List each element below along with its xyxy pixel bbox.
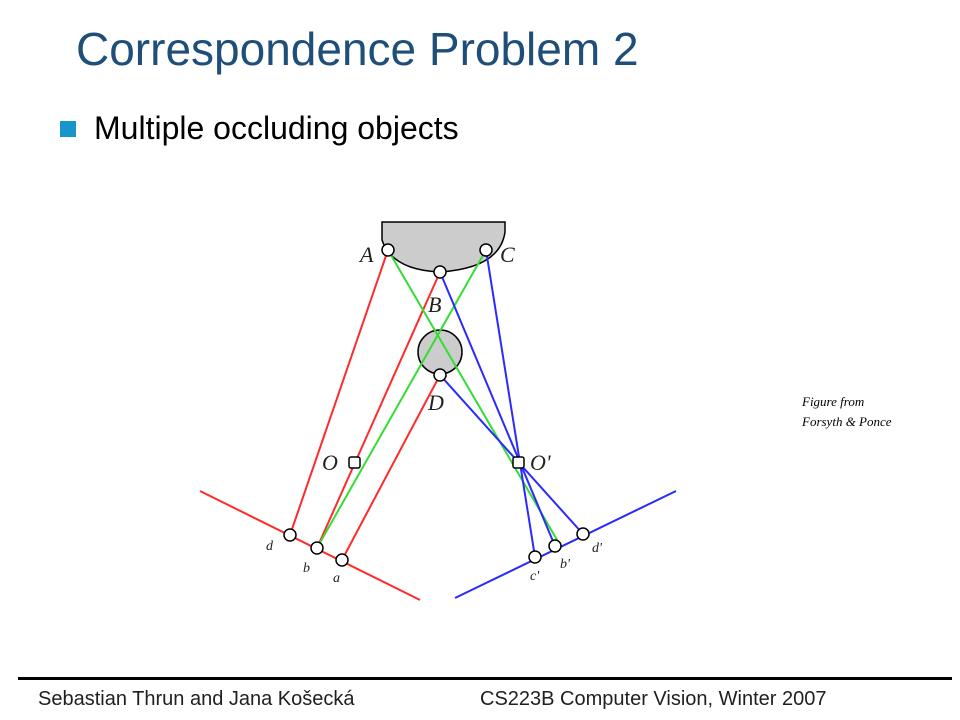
label-d-prime: d' — [592, 541, 603, 556]
label-D: D — [427, 390, 444, 415]
label-A: A — [358, 242, 374, 267]
cross-rays — [316, 249, 561, 549]
label-a: a — [333, 571, 340, 586]
right-rays — [439, 249, 677, 599]
label-c-prime: c' — [530, 569, 540, 584]
label-O: O — [322, 450, 338, 475]
footer-authors: Sebastian Thrun and Jana Košecká — [38, 688, 355, 710]
label-O-prime: O' — [530, 450, 551, 475]
occlusion-diagram: A B C D O O' d b a c' b' d' — [199, 221, 677, 601]
figure-credit: Figure from Forsyth & Ponce — [802, 392, 892, 432]
point-markers — [283, 243, 590, 567]
label-B: B — [428, 292, 441, 317]
slide-title: Correspondence Problem 2 — [76, 23, 639, 75]
bullet-text: Multiple occluding objects — [94, 110, 459, 146]
footer-divider — [18, 677, 952, 680]
label-C: C — [500, 242, 515, 267]
credit-line-1: Figure from — [802, 394, 865, 409]
label-b-prime: b' — [560, 557, 571, 572]
label-d: d — [266, 539, 274, 554]
bullet-item: Multiple occluding objects — [60, 110, 459, 147]
bullet-square-icon — [60, 120, 76, 137]
left-rays — [199, 249, 441, 601]
footer-course: CS223B Computer Vision, Winter 2007 — [480, 688, 827, 710]
label-b: b — [303, 561, 310, 576]
credit-line-2: Forsyth & Ponce — [802, 414, 892, 429]
